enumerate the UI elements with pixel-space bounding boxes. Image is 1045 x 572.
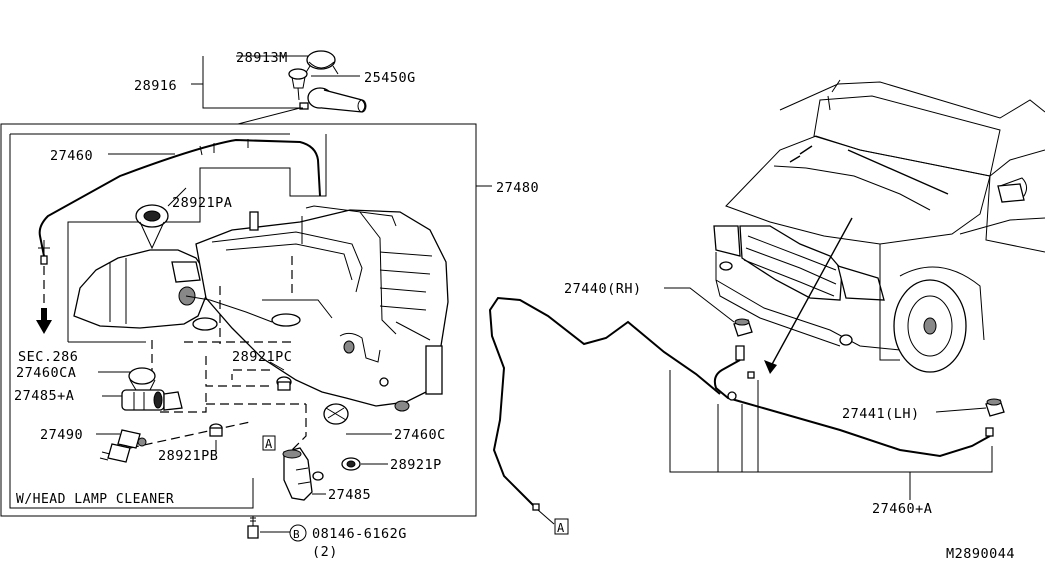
location-arrow [769,217,853,369]
label-27490: 27490 [40,427,83,443]
ref-box-a-left [262,435,276,451]
ref-a-left-text: A [265,437,273,451]
ref-box-a-right [554,518,569,535]
label-sec286: SEC.286 [18,349,78,365]
label-27460: 27460 [50,148,93,164]
arrow-down-icon [36,308,52,334]
label-28921pb: 28921PB [158,448,218,464]
label-bolt: 08146-6162G [312,526,407,542]
pump-27485 [282,447,324,501]
label-27460c: 27460C [394,427,446,443]
label-28921p: 28921P [390,457,442,473]
label-25450g: 25450G [364,70,416,86]
label-27485: 27485 [328,487,371,503]
clamp-27460ca [128,367,156,391]
hose-27460 [38,138,321,265]
label-28921pa: 28921PA [172,195,232,211]
nozzle-27441-lh [985,398,1005,417]
pump-27485a [121,389,183,411]
washer-tank [73,205,449,412]
headlamp-cleaner-frame [9,342,254,509]
label-27485a: 27485+A [14,388,74,404]
hose-to-ref-a [488,296,721,511]
nozzle-27440-rh [733,318,753,337]
label-27460ca: 27460CA [16,365,76,381]
hose-27460a [713,345,994,458]
label-28913m: 28913M [236,50,288,66]
clamp-27460c [323,403,349,425]
bolt-b-circle [289,524,307,542]
main-frame [0,123,477,517]
grommet-28921p [341,457,361,471]
grommet-28921pb [209,423,223,437]
bolt-icon [247,516,259,539]
label-headlamp-cleaner: W/HEAD LAMP CLEANER [16,492,174,507]
label-27441-lh: 27441(LH) [842,406,920,422]
truck-illustration [713,79,1045,373]
label-27460a: 27460+A [872,501,932,517]
filler-cap-group [288,50,367,113]
ref-a-right-text: A [557,521,565,535]
label-28921pc: 28921PC [232,349,292,365]
label-bolt-qty: (2) [312,544,338,560]
diagram-code: M2890044 [946,546,1015,562]
sensor-27490 [99,429,147,463]
label-27480: 27480 [496,180,539,196]
bolt-b-text: B [293,528,300,541]
label-28916: 28916 [134,78,177,94]
grommet-28921pa [135,204,169,250]
grommet-28921pc [276,376,292,391]
label-27440-rh: 27440(RH) [564,281,642,297]
